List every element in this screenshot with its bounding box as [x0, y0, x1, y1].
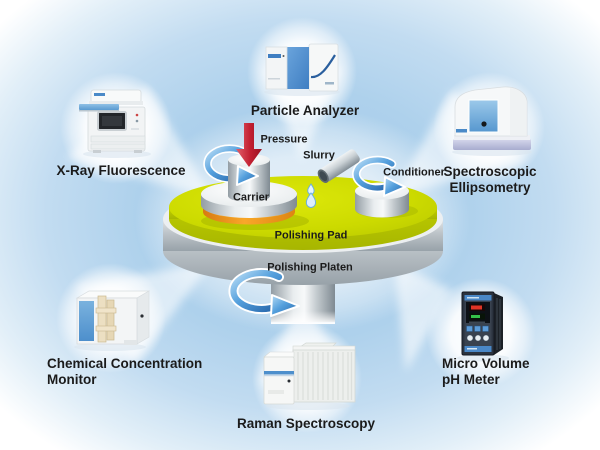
slurry-drop-large	[305, 192, 317, 208]
polishing-pad-label: Polishing Pad	[274, 229, 348, 242]
carrier-assembly	[201, 123, 297, 225]
raman-spectroscopy-image	[263, 342, 356, 410]
particle-analyzer-image	[264, 43, 340, 96]
micro-volume-ph-meter-image	[457, 291, 509, 362]
carrier-label: Carrier	[232, 191, 270, 204]
xray-fluorescence-label: X-Ray Fluorescence	[56, 163, 186, 179]
slurry-label: Slurry	[303, 149, 335, 162]
chemical-concentration-monitor-image	[74, 290, 151, 351]
spectroscopic-ellipsometry-label: Spectroscopic Ellipsometry	[443, 164, 537, 195]
conditioner-label: Conditioner	[383, 166, 445, 179]
spectroscopic-ellipsometry-image	[452, 86, 532, 156]
particle-analyzer-label: Particle Analyzer	[250, 103, 360, 119]
pressure-label: Pressure	[260, 133, 308, 146]
raman-spectroscopy-label: Raman Spectroscopy	[236, 416, 376, 432]
xray-fluorescence-image	[79, 89, 151, 158]
chemical-concentration-monitor-label: Chemical Concentration Monitor	[47, 356, 203, 387]
carrier-rotation-arrow-head	[236, 165, 259, 186]
platen-rotation-arrow	[228, 268, 300, 317]
polishing-platen-label: Polishing Platen	[267, 261, 353, 274]
slurry-nozzle	[305, 149, 360, 208]
cmp-machine	[163, 123, 443, 324]
conditioner-rotation-arrow	[352, 155, 406, 197]
pressure-arrow	[236, 123, 262, 167]
micro-volume-ph-meter-label: Micro Volume pH Meter	[442, 356, 530, 387]
